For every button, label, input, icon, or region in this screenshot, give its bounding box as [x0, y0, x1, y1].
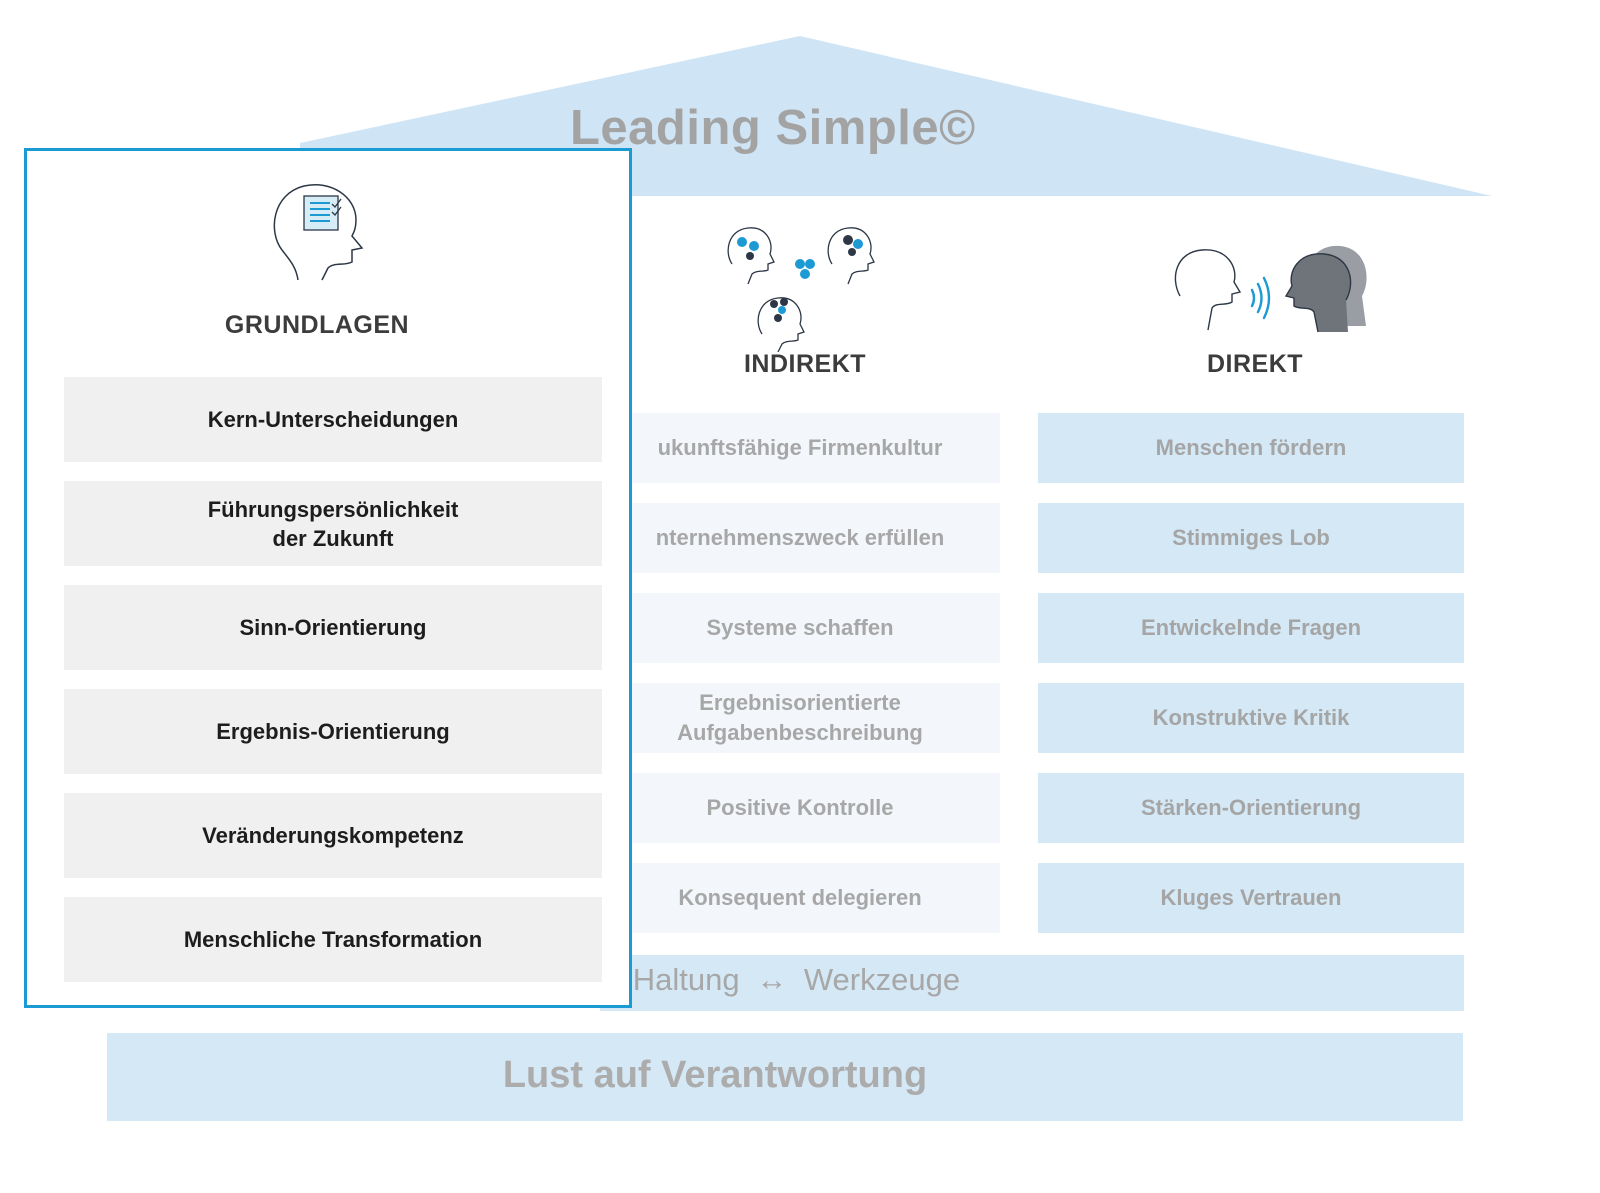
- grundlagen-item-1: Kern-Unterscheidungen: [64, 377, 602, 462]
- grundlagen-item-4: Ergebnis-Orientierung: [64, 689, 602, 774]
- direkt-item-6: Kluges Vertrauen: [1038, 863, 1464, 933]
- middle-band-text: le Haltung ↔ Werkzeuge: [600, 962, 960, 998]
- head-checklist-icon: [273, 184, 364, 281]
- middle-band: [600, 955, 1464, 1011]
- middle-band-right: Werkzeuge: [803, 962, 961, 997]
- base-text: Lust auf Verantwortung: [502, 1054, 928, 1096]
- base-band: [107, 1033, 1463, 1121]
- direkt-item-3: Entwickelnde Fragen: [1038, 593, 1464, 663]
- grundlagen-item-6: Menschliche Transformation: [64, 897, 602, 982]
- indirekt-item-1: ukunftsfähige Firmenkultur: [600, 413, 1000, 483]
- direkt-item-2: Stimmiges Lob: [1038, 503, 1464, 573]
- grundlagen-label: GRUNDLAGEN: [224, 311, 410, 339]
- arrow-icon: ↔: [756, 962, 788, 997]
- direkt-label: DIREKT: [1206, 350, 1304, 378]
- grundlagen-item-2: Führungspersönlichkeit der Zukunft: [64, 481, 602, 566]
- indirekt-item-4: Ergebnisorientierte Aufgabenbeschreibung: [600, 683, 1000, 753]
- heads-talking-icon: [1174, 245, 1367, 333]
- direkt-item-5: Stärken-Orientierung: [1038, 773, 1464, 843]
- roof-title: Leading Simple©: [570, 101, 976, 155]
- indirekt-item-5: Positive Kontrolle: [600, 773, 1000, 843]
- indirekt-item-6: Konsequent delegieren: [600, 863, 1000, 933]
- indirekt-item-2: nternehmenszweck erfüllen: [600, 503, 1000, 573]
- indirekt-label: INDIREKT: [743, 350, 867, 378]
- heads-gears-icon: [727, 227, 875, 352]
- direkt-item-1: Menschen fördern: [1038, 413, 1464, 483]
- indirekt-item-3: Systeme schaffen: [600, 593, 1000, 663]
- direkt-item-4: Konstruktive Kritik: [1038, 683, 1464, 753]
- grundlagen-item-3: Sinn-Orientierung: [64, 585, 602, 670]
- grundlagen-item-5: Veränderungskompetenz: [64, 793, 602, 878]
